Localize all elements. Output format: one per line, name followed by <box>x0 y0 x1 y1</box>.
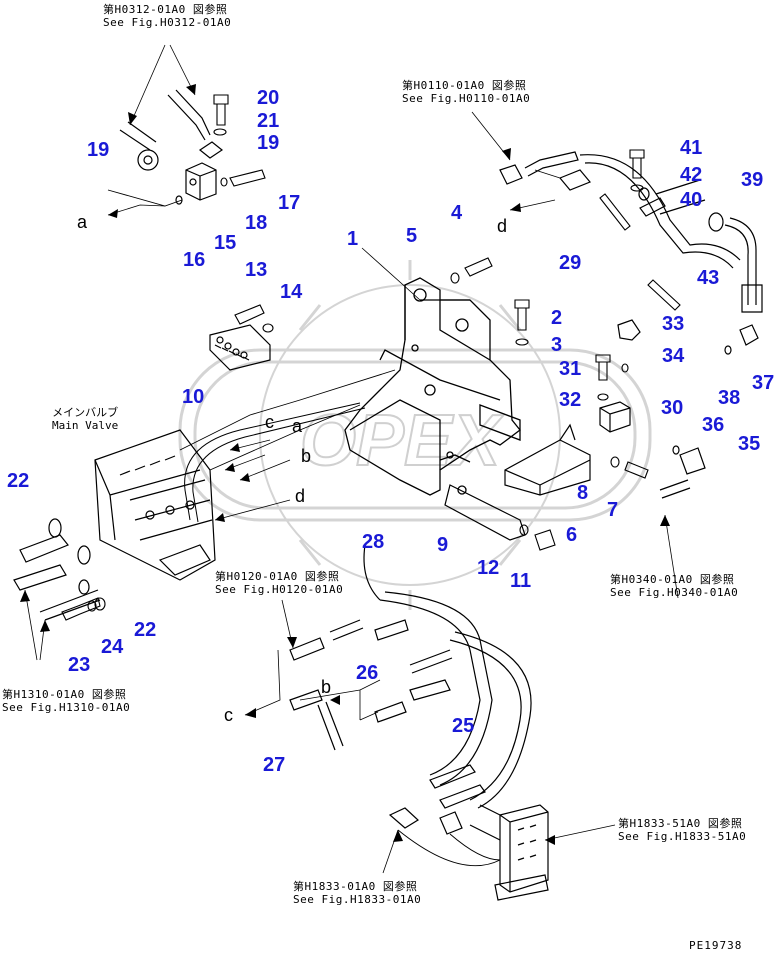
ref-h0110-jp: 第H0110-01A0 図参照 <box>402 79 527 92</box>
bolts <box>61 94 681 621</box>
part-number: 6 <box>566 524 578 546</box>
manifold-10 <box>209 324 271 371</box>
main-valve-assembly <box>13 369 396 621</box>
part-number: 10 <box>182 386 205 408</box>
connection-letter: b <box>321 677 332 697</box>
part-number: 9 <box>437 534 449 556</box>
part-number: 2 <box>551 307 563 329</box>
part-number: 19 <box>257 132 280 154</box>
connection-letter: c <box>265 412 274 432</box>
connection-letter: c <box>224 705 233 725</box>
hose-group-lower <box>289 544 532 809</box>
ref-h0110: 第H0110-01A0 図参照 See Fig.H0110-01A0 <box>402 79 530 105</box>
ref-h1310-en: See Fig.H1310-01A0 <box>2 701 131 714</box>
part-number: 25 <box>452 715 475 737</box>
part-number: 22 <box>7 470 30 492</box>
part-number: 16 <box>183 249 206 271</box>
part-number: 17 <box>278 192 301 214</box>
part-number: 21 <box>257 110 280 132</box>
main-bracket <box>344 277 521 496</box>
ref-h0340-en: See Fig.H0340-01A0 <box>610 586 739 599</box>
part-number: 23 <box>68 654 91 676</box>
ref-h0312: 第H0312-01A0 図参照 See Fig.H0312-01A0 <box>103 3 231 29</box>
part-number: 36 <box>702 414 725 436</box>
part-number: 27 <box>263 754 286 776</box>
ref-h1833-01: 第H1833-01A0 図参照 See Fig.H1833-01A0 <box>293 880 421 906</box>
part-number: 33 <box>662 313 685 335</box>
ref-h1310-jp: 第H1310-01A0 図参照 <box>2 688 127 701</box>
ref-h0312-en: See Fig.H0312-01A0 <box>103 16 232 29</box>
part-number: 12 <box>477 557 500 579</box>
part-number: 18 <box>245 212 268 234</box>
part-number: 40 <box>680 189 703 211</box>
part-number: 24 <box>101 636 124 658</box>
part-number: 8 <box>577 482 589 504</box>
plate-9 <box>444 484 526 541</box>
part-number: 7 <box>607 499 619 521</box>
ref-h0340: 第H0340-01A0 図参照 See Fig.H0340-01A0 <box>610 573 738 599</box>
part-number: 30 <box>661 397 684 419</box>
ref-h1833-51: 第H1833-51A0 図参照 See Fig.H1833-51A0 <box>618 817 746 843</box>
ref-h1833-51-en: See Fig.H1833-51A0 <box>618 830 747 843</box>
watermark-text: OPEX <box>300 401 504 481</box>
part-number: 11 <box>510 570 532 592</box>
ref-h0120-jp: 第H0120-01A0 図参照 <box>215 570 340 583</box>
part-number: 37 <box>752 372 775 394</box>
ref-h1833-51-jp: 第H1833-51A0 図参照 <box>618 817 743 830</box>
arrowheads <box>20 84 670 845</box>
hose-upper-right <box>499 151 763 499</box>
bracket-6-8 <box>504 423 591 496</box>
pedal-assembly <box>388 764 549 901</box>
part-number: 13 <box>245 259 268 281</box>
ref-h1833-01-jp: 第H1833-01A0 図参照 <box>293 880 418 893</box>
main-valve-label-jp: メインバルブ <box>52 406 119 419</box>
block-30 <box>599 401 631 433</box>
ref-h0110-en: See Fig.H0110-01A0 <box>402 92 531 105</box>
part-number: 43 <box>697 267 720 289</box>
part-number: 20 <box>257 87 280 109</box>
part-number: 39 <box>741 169 764 191</box>
ref-h1833-01-en: See Fig.H1833-01A0 <box>293 893 422 906</box>
part-number: 32 <box>559 389 582 411</box>
connection-letter: d <box>497 216 508 236</box>
part-number: 34 <box>662 345 685 367</box>
part-number: 1 <box>347 228 359 250</box>
part-number: 31 <box>559 358 582 380</box>
connection-letter: a <box>292 416 303 436</box>
connection-letter: a <box>77 212 88 232</box>
hose-loop <box>184 402 366 523</box>
part-number: 22 <box>134 619 157 641</box>
main-valve-label: メインバルブ Main Valve <box>52 406 118 432</box>
valve-block-15 <box>107 89 224 207</box>
ref-h0120-en: See Fig.H0120-01A0 <box>215 583 344 596</box>
part-number: 26 <box>356 662 379 684</box>
main-valve-label-en: Main Valve <box>52 419 119 432</box>
part-number: 3 <box>551 334 563 356</box>
part-number: 28 <box>362 531 385 553</box>
part-number: 41 <box>680 137 703 159</box>
part-number: 5 <box>406 225 418 247</box>
drawing-code: PE19738 <box>689 939 743 952</box>
connection-letter: b <box>301 446 312 466</box>
watermark-logo <box>178 260 652 610</box>
connection-letter: d <box>295 486 306 506</box>
part-number: 29 <box>559 252 582 274</box>
part-number: 19 <box>87 139 110 161</box>
part-number: 15 <box>214 232 237 254</box>
ref-h0120: 第H0120-01A0 図参照 See Fig.H0120-01A0 <box>215 570 343 596</box>
part-number: 38 <box>718 387 741 409</box>
ref-h0340-jp: 第H0340-01A0 図参照 <box>610 573 735 586</box>
ref-h1310: 第H1310-01A0 図参照 See Fig.H1310-01A0 <box>2 688 130 714</box>
part-number: 14 <box>280 281 303 303</box>
part-number: 4 <box>451 202 463 224</box>
part-number: 42 <box>680 164 703 186</box>
part-number: 35 <box>738 433 761 455</box>
ref-h0312-jp: 第H0312-01A0 図参照 <box>103 3 228 16</box>
